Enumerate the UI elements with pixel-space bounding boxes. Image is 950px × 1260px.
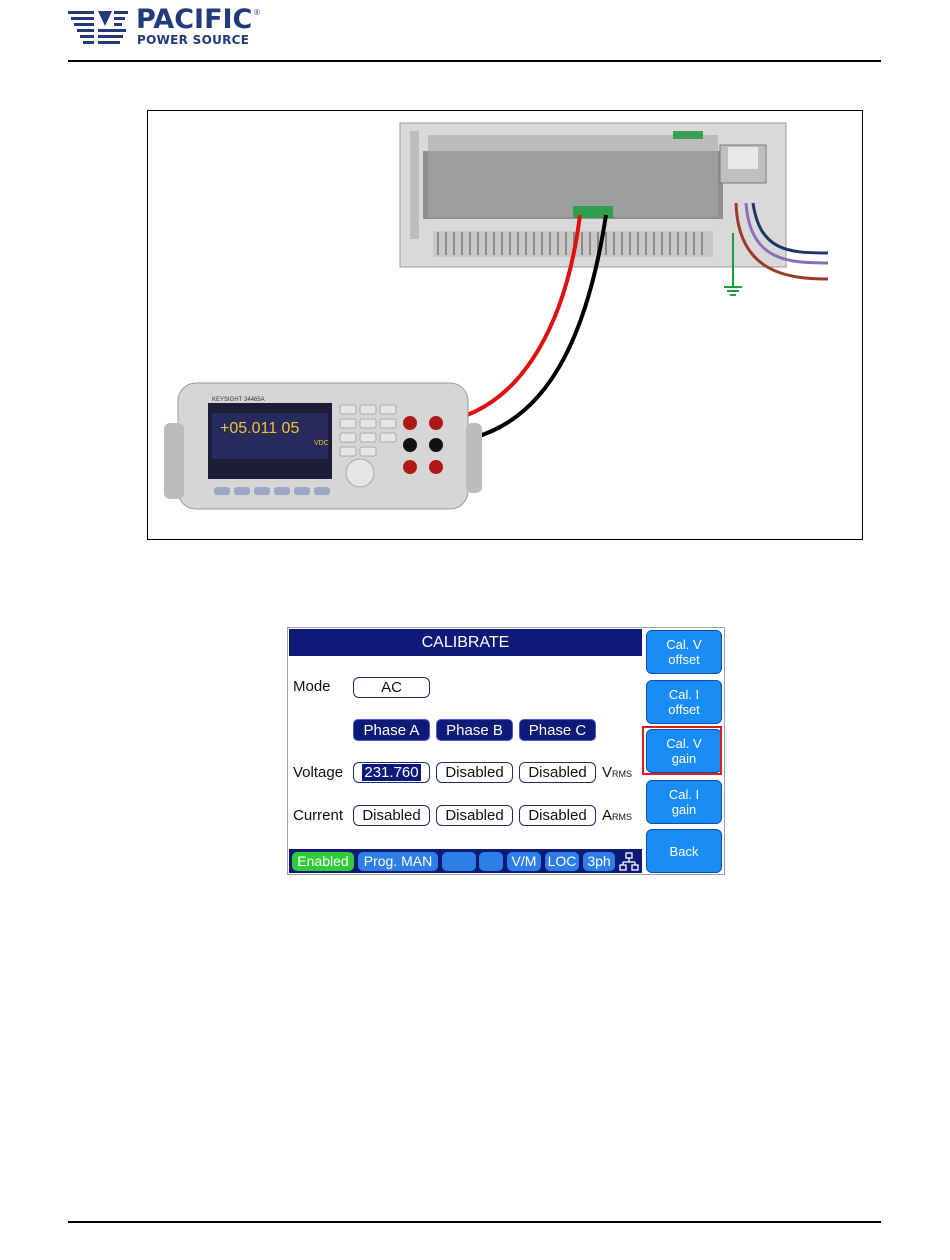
multimeter-unit: VDC [314, 440, 329, 447]
cal-v-offset-line1: Cal. V [666, 637, 701, 652]
enabled-indicator[interactable]: Enabled [292, 852, 354, 871]
footer-divider [68, 1221, 881, 1223]
loc-indicator[interactable]: LOC [545, 852, 579, 871]
cal-i-offset-line2: offset [668, 702, 700, 717]
connection-diagram: +05.011 05 VDC KEYSIGHT 34465A [148, 111, 862, 539]
multimeter-brand: KEYSIGHT [212, 397, 243, 403]
voltage-phase-a-value: 231.760 [362, 764, 420, 781]
current-phase-a-value: Disabled [362, 807, 420, 824]
brand-name: PACIFIC [136, 4, 252, 35]
voltage-label: Voltage [293, 764, 343, 781]
current-phase-c-value: Disabled [528, 807, 586, 824]
voltage-unit-main: V [602, 764, 612, 781]
voltage-unit-sub: RMS [612, 769, 632, 779]
current-unit-main: A [602, 807, 612, 824]
voltage-unit: VRMS [602, 764, 632, 781]
back-button[interactable]: Back [646, 829, 722, 873]
cal-i-gain-line2: gain [672, 802, 697, 817]
voltage-phase-a-field[interactable]: 231.760 [353, 762, 430, 783]
multimeter: +05.011 05 VDC KEYSIGHT 34465A [164, 383, 482, 509]
vm-indicator[interactable]: V/M [507, 852, 541, 871]
brand-subtitle: POWER SOURCE [137, 33, 249, 47]
power-source-unit [400, 123, 786, 267]
phase-b-button[interactable]: Phase B [436, 719, 513, 741]
header-divider [68, 60, 881, 62]
mode-value: AC [381, 679, 402, 696]
cal-i-gain-line1: Cal. I [669, 787, 699, 802]
screen-title: CALIBRATE [289, 629, 642, 656]
highlight-box [642, 726, 722, 775]
phase-indicator[interactable]: 3ph [583, 852, 615, 871]
network-icon [619, 852, 639, 871]
current-phase-c-field[interactable]: Disabled [519, 805, 596, 826]
connection-figure: +05.011 05 VDC KEYSIGHT 34465A [147, 110, 863, 540]
phase-a-button[interactable]: Phase A [353, 719, 430, 741]
multimeter-model: 34465A [244, 397, 265, 403]
current-unit-sub: RMS [612, 812, 632, 822]
cal-i-offset-line1: Cal. I [669, 687, 699, 702]
current-unit: ARMS [602, 807, 632, 824]
cal-v-offset-line2: offset [668, 652, 700, 667]
voltage-phase-c-value: Disabled [528, 764, 586, 781]
page-header: PACIFIC ® POWER SOURCE [0, 0, 950, 62]
voltage-phase-b-value: Disabled [445, 764, 503, 781]
prog-mode-indicator[interactable]: Prog. MAN [358, 852, 438, 871]
multimeter-reading: +05.011 05 [220, 420, 299, 437]
voltage-phase-b-field[interactable]: Disabled [436, 762, 513, 783]
status-chip-blank-2 [479, 852, 503, 871]
registered-mark: ® [254, 8, 260, 17]
current-phase-a-field[interactable]: Disabled [353, 805, 430, 826]
current-phase-b-value: Disabled [445, 807, 503, 824]
back-label: Back [670, 844, 699, 859]
mode-field[interactable]: AC [353, 677, 430, 698]
voltage-phase-c-field[interactable]: Disabled [519, 762, 596, 783]
current-label: Current [293, 807, 343, 824]
phase-c-button[interactable]: Phase C [519, 719, 596, 741]
mode-label: Mode [293, 678, 331, 695]
current-phase-b-field[interactable]: Disabled [436, 805, 513, 826]
status-chip-blank-1 [442, 852, 476, 871]
cal-i-gain-button[interactable]: Cal. I gain [646, 780, 722, 824]
cal-v-offset-button[interactable]: Cal. V offset [646, 630, 722, 674]
cal-i-offset-button[interactable]: Cal. I offset [646, 680, 722, 724]
pacific-logo-icon [68, 8, 130, 46]
